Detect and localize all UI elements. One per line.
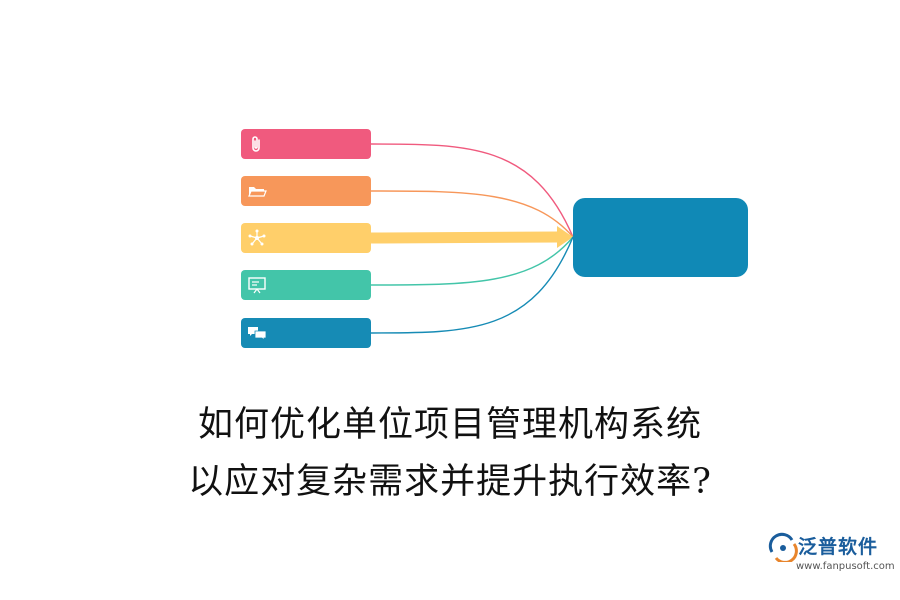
diagram [241, 129, 748, 348]
presentation-board-icon [248, 277, 266, 294]
title-line-1: 如何优化单位项目管理机构系统 [197, 405, 702, 445]
brand-logo: 泛普软件 www.fanpusoft.com [768, 532, 895, 582]
node-attachment [241, 129, 371, 159]
node-network [241, 223, 371, 253]
connector-arrow-main [370, 231, 560, 244]
paperclip-icon [252, 136, 260, 152]
connector-line [370, 236, 574, 286]
connector-line [370, 236, 574, 334]
logo-brand-text: 泛普软件 [798, 536, 879, 558]
logo-icon [768, 532, 798, 562]
arrowhead [557, 226, 573, 248]
node-presentation [241, 270, 371, 300]
connector-line [370, 190, 574, 238]
node-chat [241, 318, 371, 348]
node-folder [241, 176, 371, 206]
hub-node [573, 198, 748, 277]
logo-domain-text: www.fanpusoft.com [796, 561, 895, 572]
title-line-2: 以应对复杂需求并提升执行效率? [188, 462, 712, 502]
chat-bubbles-icon [248, 327, 267, 341]
network-icon [248, 229, 266, 246]
folder-icon [248, 187, 267, 197]
connector-line [370, 143, 574, 238]
connector-lines [370, 143, 574, 334]
